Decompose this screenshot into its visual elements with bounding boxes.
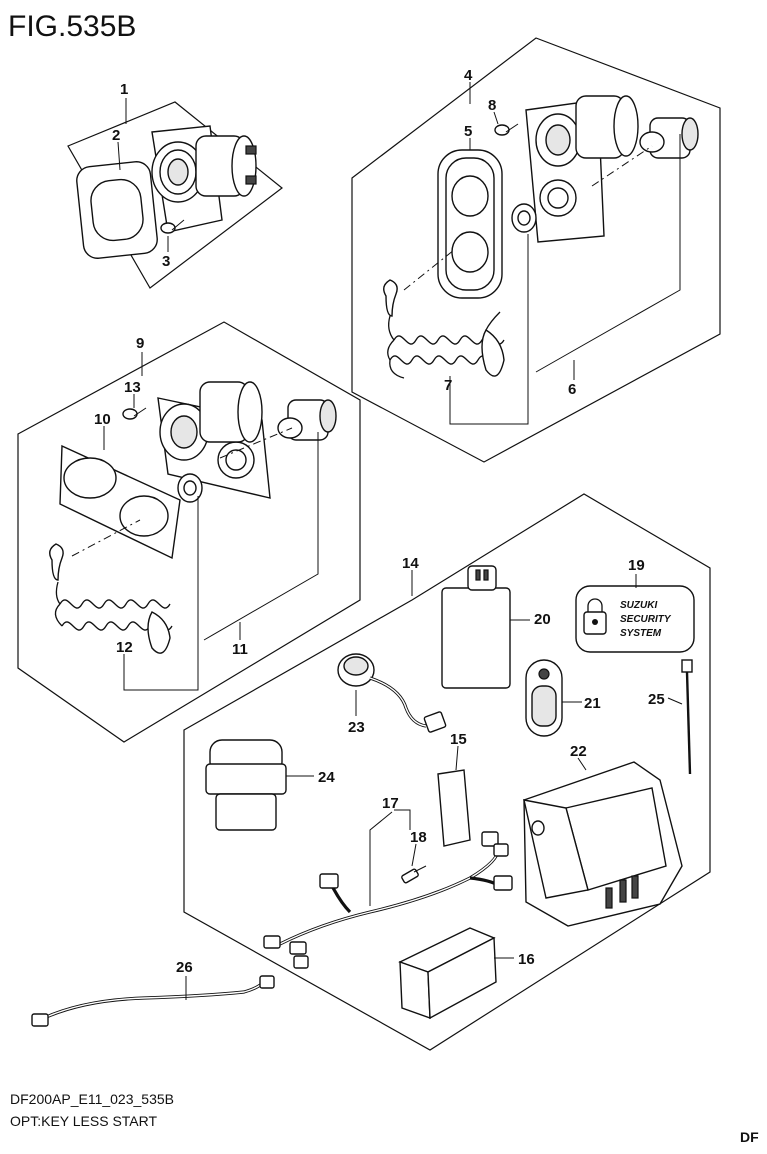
label-10: 10 <box>94 411 111 428</box>
document-code: DF200AP_E11_023_535B <box>10 1091 174 1107</box>
part-nut <box>177 473 203 503</box>
part-9-switch <box>157 381 271 499</box>
part-15-card <box>437 769 471 847</box>
part-25-cable-tie <box>681 659 693 775</box>
label-1: 1 <box>120 81 128 98</box>
part-stop-switch <box>639 117 699 159</box>
label-12: 12 <box>116 639 133 656</box>
padlock-icon <box>583 598 607 635</box>
assembly-4-frame <box>351 37 721 463</box>
label-25: 25 <box>648 691 665 708</box>
part-2-bezel <box>76 161 158 259</box>
part-20-receiver <box>441 565 511 689</box>
figure-caption: OPT:KEY LESS START <box>10 1113 158 1129</box>
label-4: 4 <box>464 67 473 84</box>
label-11: 11 <box>232 641 248 658</box>
assembly-14-frame <box>183 493 711 1051</box>
assembly-9-dual-switch <box>17 321 361 743</box>
part-22-ecu <box>523 761 683 927</box>
part-4-switch <box>525 95 639 243</box>
assembly-14-keyless-kit: SUZUKI SECURITY SYSTEM <box>183 493 711 1051</box>
axis-line <box>219 427 293 459</box>
part-12-lanyard <box>49 543 173 654</box>
part-7-lanyard <box>383 279 505 379</box>
label-9: 9 <box>136 335 144 352</box>
label-21: 21 <box>584 695 601 712</box>
assembly-4-dual-switch <box>351 37 721 463</box>
part-16-case <box>398 927 497 1020</box>
part-5-bezel <box>437 149 503 299</box>
part-21-key-fob <box>525 659 563 737</box>
sticker-line-1: SUZUKI <box>620 600 657 611</box>
label-26: 26 <box>176 959 193 976</box>
leader-lines <box>103 82 683 1000</box>
assembly-9-frame <box>17 321 361 743</box>
label-16: 16 <box>518 951 535 968</box>
part-26-cable <box>31 975 275 1027</box>
label-19: 19 <box>628 557 645 574</box>
label-14: 14 <box>402 555 419 572</box>
sticker-line-3: SYSTEM <box>620 628 662 639</box>
label-20: 20 <box>534 611 551 628</box>
part-3-screw <box>160 219 185 234</box>
part-17-harness <box>263 831 513 969</box>
label-3: 3 <box>162 253 170 270</box>
part-8-screw <box>494 123 519 136</box>
label-5: 5 <box>464 123 472 140</box>
label-8: 8 <box>488 97 496 114</box>
callout-numbers: 1 2 3 4 5 6 7 8 9 10 11 12 13 14 15 16 1… <box>94 67 665 976</box>
label-15: 15 <box>450 731 467 748</box>
fob-logo-icon <box>538 668 550 680</box>
label-2: 2 <box>112 127 120 144</box>
label-18: 18 <box>410 829 427 846</box>
label-22: 22 <box>570 743 587 760</box>
label-7: 7 <box>444 377 452 394</box>
label-24: 24 <box>318 769 335 786</box>
part-1-switch <box>151 125 257 233</box>
label-23: 23 <box>348 719 365 736</box>
part-24-cover <box>205 739 287 831</box>
label-6: 6 <box>568 381 576 398</box>
label-17: 17 <box>382 795 399 812</box>
sticker-line-2: SECURITY <box>620 614 672 625</box>
corner-mark: DF <box>740 1129 759 1145</box>
figure-title: FIG.535B <box>8 10 136 43</box>
assembly-1-single-switch <box>67 101 283 289</box>
part-23-antenna-coil <box>337 653 447 733</box>
part-19-security-sticker: SUZUKI SECURITY SYSTEM <box>575 585 695 653</box>
part-10-bezel <box>59 444 181 560</box>
part-stop-switch <box>277 399 337 441</box>
part-nut <box>511 203 537 233</box>
part-18-bolt <box>401 865 427 884</box>
part-13-screw <box>122 407 147 420</box>
label-13: 13 <box>124 379 141 396</box>
axis-line <box>71 519 141 557</box>
axis-line <box>591 145 653 187</box>
